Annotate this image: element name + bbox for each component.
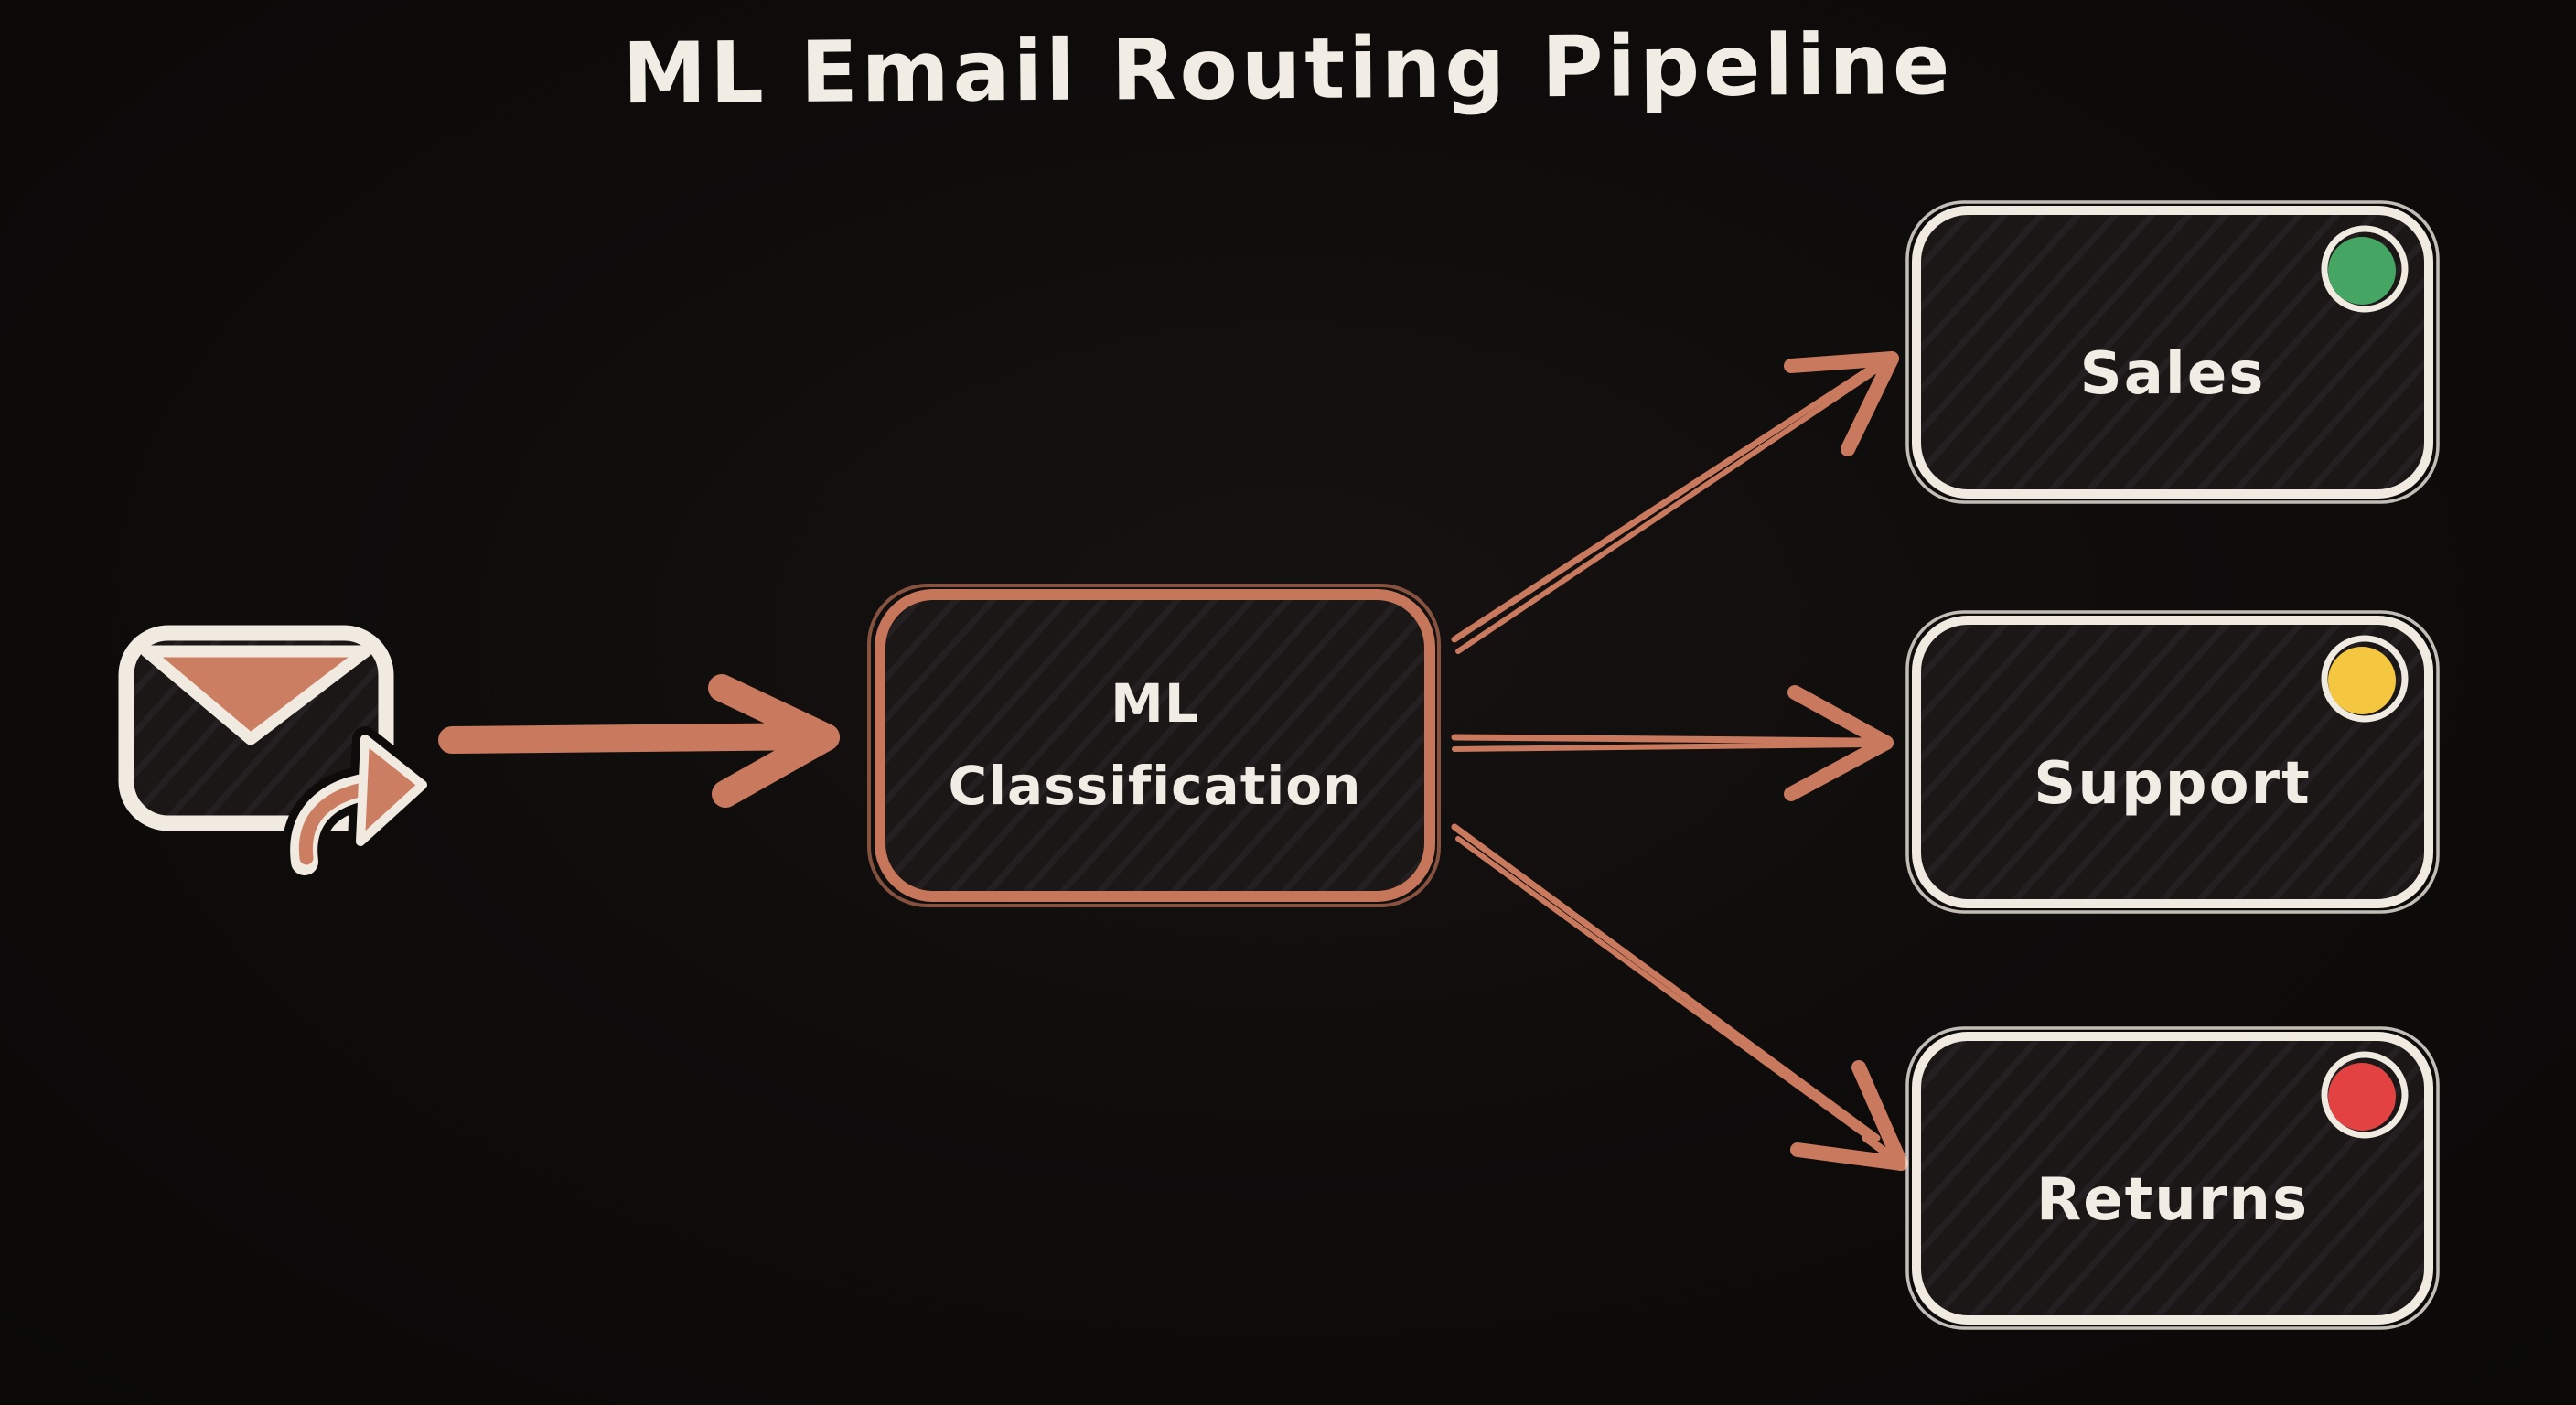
forward-arrow-tail: [298, 781, 375, 865]
sales-arrowhead-barb-bottom: [1841, 351, 1899, 456]
support-box-outline-echo: [1905, 610, 2440, 914]
routing-arrows: [1451, 351, 1908, 1171]
ml-classification-node-box: [867, 584, 1441, 907]
returns-status-ring: [2321, 1051, 2409, 1139]
input-arrow-barb-bottom: [712, 724, 840, 808]
support-arrowhead-barb-bottom: [1784, 735, 1894, 801]
returns-arrowhead-barb-bottom: [1790, 1142, 1908, 1171]
support-arrowhead-barb-top: [1787, 685, 1894, 750]
returns-status-dot: [2328, 1063, 2396, 1131]
forward-arrow-head: [356, 735, 427, 846]
input-arrow-barb-top: [708, 674, 840, 751]
support-node-box: [1905, 610, 2440, 914]
envelope-flap: [140, 645, 372, 745]
sales-box-outline-echo: [1905, 200, 2440, 504]
returns-node-box: [1905, 1026, 2440, 1330]
support-status-dot: [2328, 647, 2396, 714]
support-box-outline: [1912, 616, 2433, 908]
arrow-to-support: [1451, 685, 1894, 801]
support-status-ring: [2321, 635, 2409, 723]
sales-box-outline: [1912, 206, 2433, 499]
email-forward-icon: [118, 625, 435, 884]
returns-box-outline-echo: [1905, 1026, 2440, 1330]
sales-arrowhead-barb-top: [1784, 351, 1899, 373]
sales-status-ring: [2321, 225, 2409, 313]
sales-node-box: [1905, 200, 2440, 504]
arrow-to-sales: [1451, 351, 1899, 654]
returns-box-outline: [1912, 1032, 2433, 1325]
ml-box-outline-echo: [867, 584, 1441, 907]
input-arrow-shaft: [438, 723, 835, 754]
returns-arrowhead-barb-top: [1852, 1060, 1908, 1171]
arrow-to-returns: [1451, 823, 1908, 1171]
ml-box-outline: [875, 589, 1435, 902]
input-arrow: [438, 674, 840, 808]
sales-status-dot: [2328, 237, 2396, 305]
